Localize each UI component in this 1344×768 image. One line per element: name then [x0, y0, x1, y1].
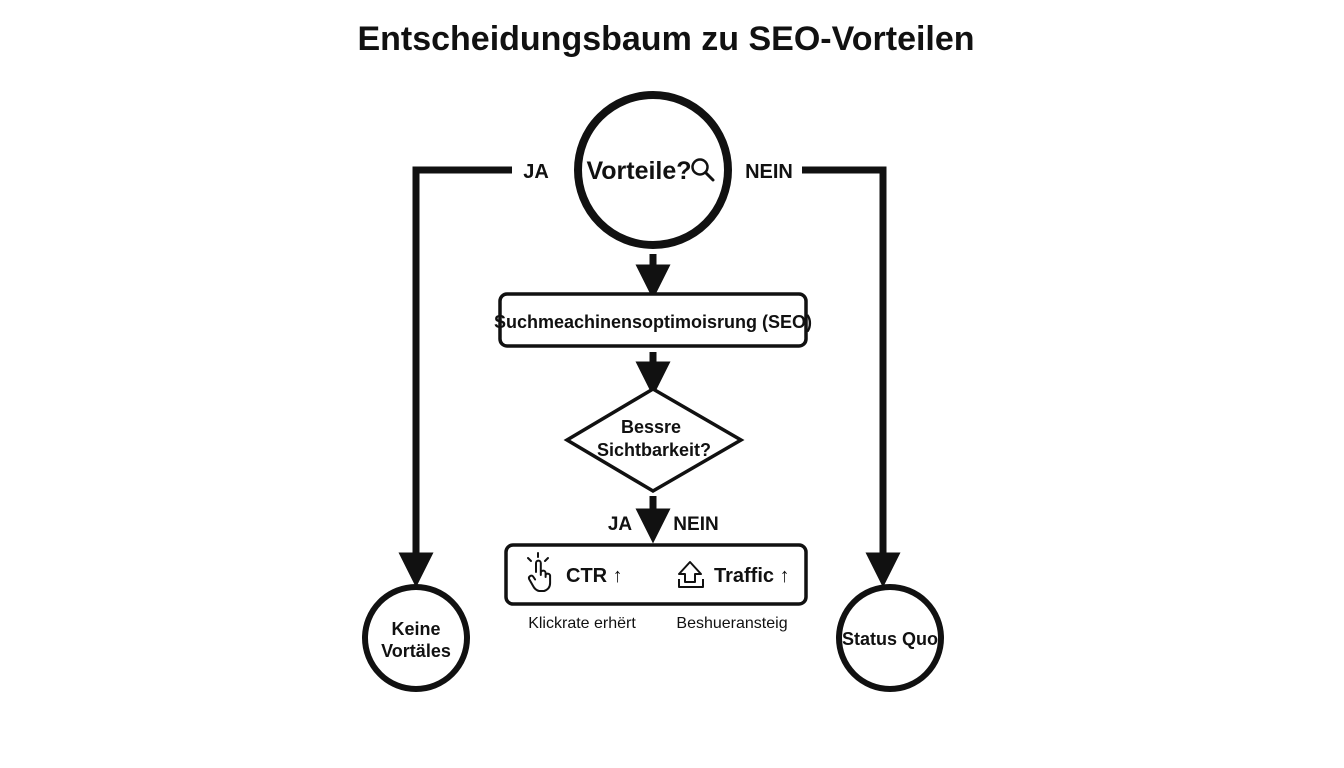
end-left-line1: Keine	[391, 619, 440, 639]
decision-label-line1: Bessre	[621, 417, 681, 437]
ctr-label: CTR	[566, 565, 608, 587]
start-node-label: Vorteile?	[586, 157, 691, 185]
branch-right-label: NEIN	[745, 161, 793, 183]
ctr-caption: Klickrate erhërt	[528, 615, 636, 632]
branch-left-label: JA	[523, 161, 549, 183]
seo-box: Suchmeachinensoptimoisrung (SEO)	[494, 292, 812, 348]
branch-right-connector	[802, 166, 901, 588]
end-node-right: Status Quo	[836, 584, 944, 692]
magnifier-icon	[691, 158, 715, 182]
end-left-line2: Vortäles	[381, 641, 451, 661]
end-right-label: Status Quo	[842, 629, 938, 649]
decision-label-line2: Sichtbarkeit?	[597, 440, 711, 460]
results-box: CTR ↑ Traffic ↑	[504, 543, 808, 606]
svg-text:Traffic ↑: Traffic ↑	[714, 565, 790, 587]
start-node: Vorteile?	[574, 91, 732, 249]
upload-arrow-icon	[678, 561, 704, 588]
ctr-arrow: ↑	[613, 565, 623, 587]
svg-text:CTR ↑: CTR ↑	[566, 565, 623, 587]
pointer-hand-icon	[527, 552, 552, 592]
decision-no-label: NEIN	[673, 514, 718, 535]
diagram-title: Entscheidungsbaum zu SEO-Vorteilen	[357, 20, 974, 58]
decision-node: Bessre Sichtbarkeit?	[563, 386, 745, 494]
traffic-arrow: ↑	[780, 565, 790, 587]
end-node-left: Keine Vortäles	[362, 584, 470, 692]
decision-yes-label: JA	[608, 514, 633, 535]
traffic-caption: Beshueransteig	[676, 615, 787, 632]
branch-left-connector	[398, 166, 512, 588]
seo-box-label: Suchmeachinensoptimoisrung (SEO)	[494, 312, 812, 332]
traffic-label: Traffic	[714, 565, 774, 587]
